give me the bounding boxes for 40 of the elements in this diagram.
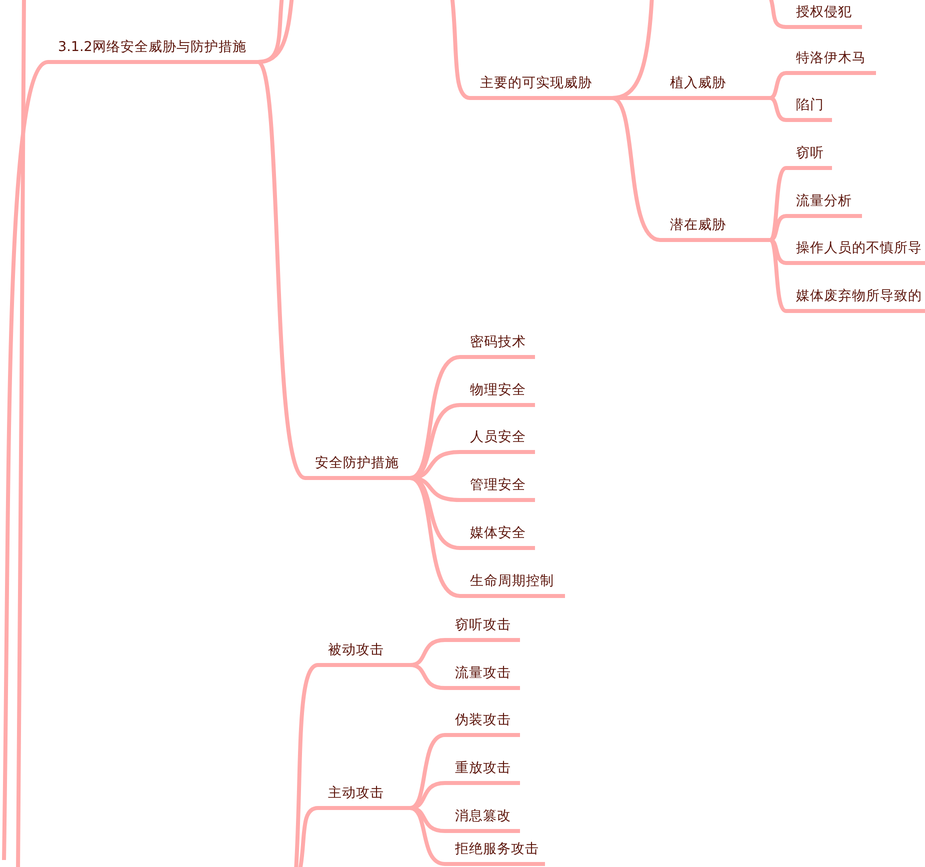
topic-text: 媒体废弃物所导致的 [786,285,925,313]
branch-line [410,638,446,667]
topic-text: 潜在威胁 [660,214,770,242]
topic-text: 拒绝服务攻击 [445,838,545,866]
topic-text: 管理安全 [460,474,535,502]
topic-text: 被动攻击 [318,639,410,667]
topic-text: 重放攻击 [445,757,520,785]
branch-line [450,0,470,100]
topic-text: 流量分析 [786,190,862,218]
topic-text: 消息篡改 [445,805,520,833]
branch-line [768,0,786,29]
topic-text: 主动攻击 [318,782,410,810]
branch-line [770,96,786,122]
topic-text: 物理安全 [460,379,535,407]
branch-line [294,663,319,867]
topic-text: 陷门 [786,94,832,122]
topic-text: 窃听 [786,142,832,170]
branch-line [410,806,446,833]
branch-line [258,0,284,64]
topic-text: 窃听攻击 [445,614,520,642]
branch-line [2,60,50,860]
branch-line [298,806,318,867]
branch-line [410,781,446,810]
topic-text: 生命周期控制 [460,570,565,598]
topic-text: 主要的可实现威胁 [470,72,612,100]
topic-text: 3.1.2网络安全威胁与防护措施 [48,36,258,64]
branch-line [256,60,306,480]
topic-text: 密码技术 [460,331,535,359]
branch-line [768,238,787,313]
topic-text: 人员安全 [460,426,535,454]
topic-text: 伪装攻击 [445,709,520,737]
topic-text: 媒体安全 [460,522,535,550]
topic-text: 植入威胁 [660,72,770,100]
topic-text: 操作人员的不慎所导 [786,237,925,265]
branch-line [410,663,446,690]
topic-text: 特洛伊木马 [786,47,876,75]
topic-text: 流量攻击 [445,662,520,690]
topic-text: 授权侵犯 [786,1,862,29]
branch-line [770,71,786,100]
topic-text: 安全防护措施 [305,452,410,480]
